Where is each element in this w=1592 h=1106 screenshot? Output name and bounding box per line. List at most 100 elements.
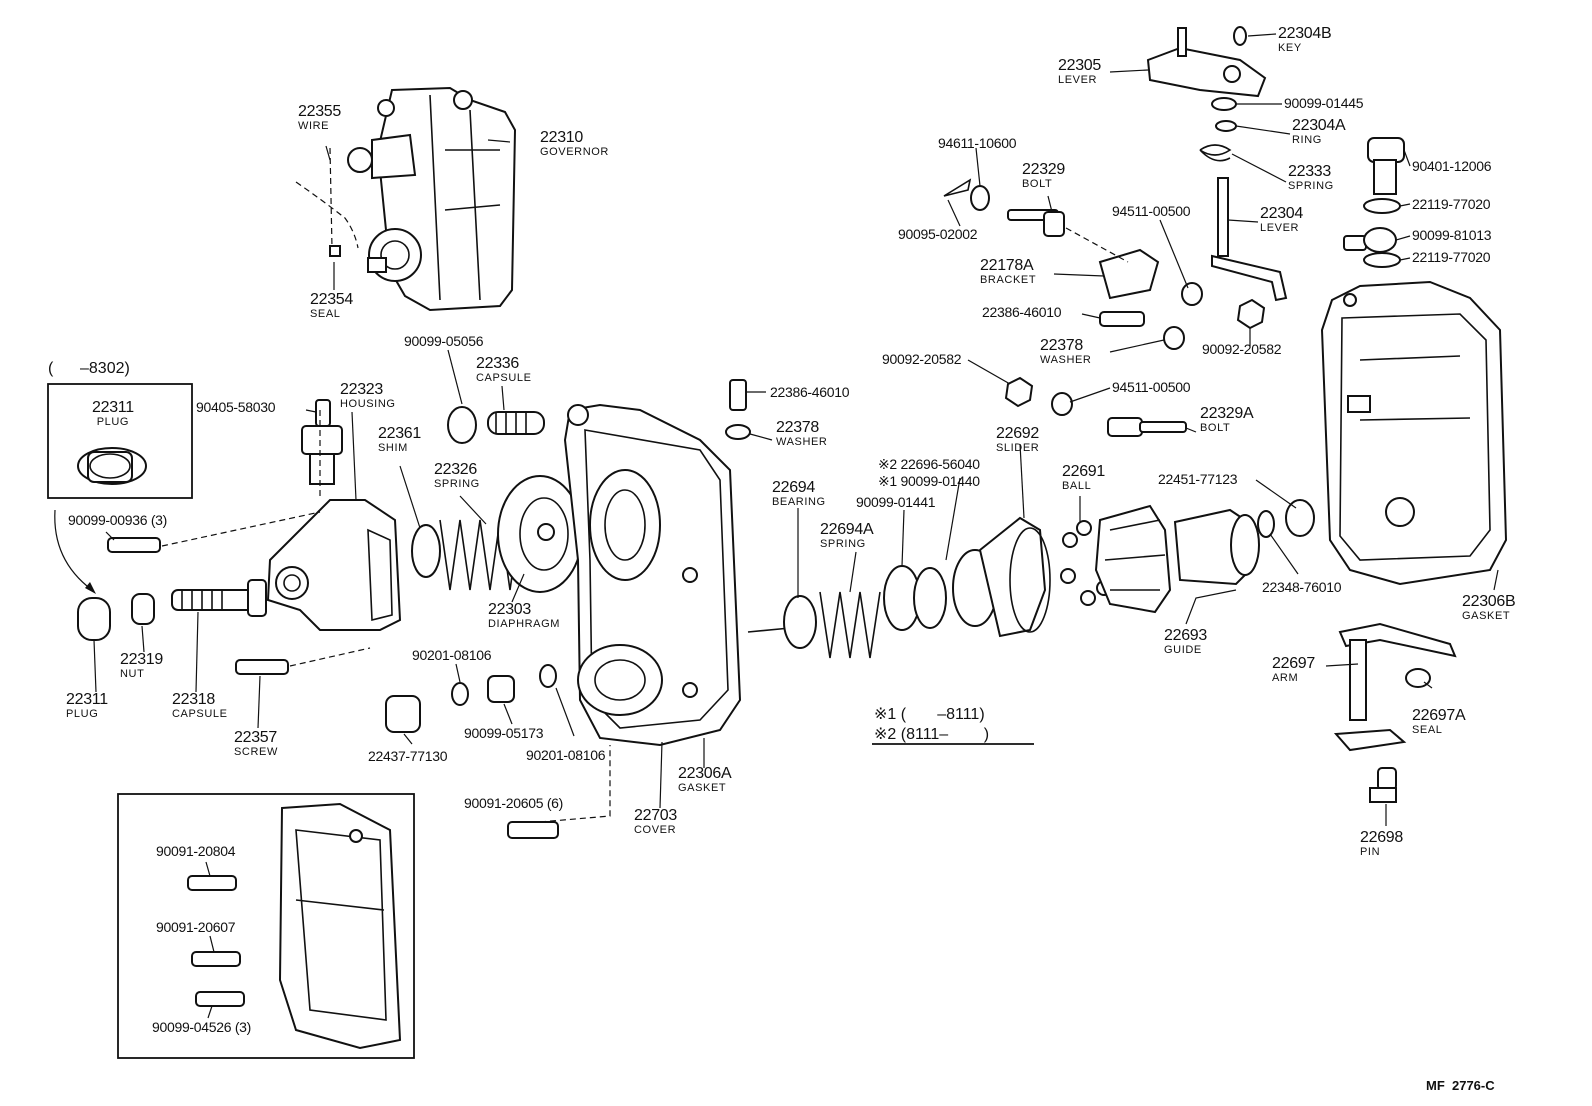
bolt-81013-drawing [1343, 227, 1397, 253]
governor-assembly-drawing [347, 86, 517, 312]
part-number: 22348-76010 [1262, 579, 1342, 595]
part-number: 22437-77130 [368, 748, 448, 764]
part-number: 90092-20582 [1202, 341, 1282, 357]
part-number: 22386-46010 [982, 304, 1062, 320]
part-number: 90099-01445 [1284, 95, 1364, 111]
part-number: 22693 [1164, 627, 1207, 644]
part-name: LEVER [1058, 74, 1098, 86]
seal-drawing [329, 245, 341, 257]
inset-box-cover-bolts [117, 793, 415, 1059]
lever-22305-drawing [1146, 27, 1267, 98]
part-number: 22697A [1412, 707, 1466, 724]
bolt-46010b-drawing [729, 379, 747, 411]
washer-22378b-drawing [725, 424, 751, 440]
washer-00500a-drawing [1181, 282, 1203, 306]
part-number: 22354 [310, 291, 353, 308]
part-number: 22178A [980, 257, 1034, 274]
part-number: 22361 [378, 425, 421, 442]
label-90092-20582b: 90092-20582 [1202, 341, 1282, 357]
part-number: 22698 [1360, 829, 1403, 846]
part-name: WASHER [776, 436, 828, 448]
serial-note-1: ※1 ( –8111) [874, 706, 985, 723]
part-number: 90095-02002 [898, 226, 978, 242]
part-number: 22119-77020 [1412, 249, 1491, 265]
label-90099-01440: ※1 90099-01440 [878, 474, 980, 488]
label-90401-12006: 90401-12006 [1412, 158, 1492, 174]
part-number: 22311 [92, 399, 134, 416]
part-name: SEAL [1412, 724, 1443, 736]
part-name: WIRE [298, 120, 330, 132]
washer-77020b-drawing [1363, 252, 1401, 268]
housing-drawing [266, 499, 402, 631]
label-90099-01445: 90099-01445 [1284, 95, 1364, 111]
part-number: 90401-12006 [1412, 158, 1492, 174]
washer-22378a-drawing [1163, 326, 1185, 350]
label-90201-08106b: 90201-08106 [526, 748, 606, 762]
part-number: 22694A [820, 521, 874, 538]
part-number: 90405-58030 [196, 399, 276, 415]
label-22451-77123: 22451-77123 [1158, 472, 1238, 486]
label-90091-20605: 90091-20605 (6) [464, 796, 563, 810]
arm-drawing [1333, 622, 1457, 752]
part-number: 22311 [66, 691, 108, 708]
part-name: PLUG [66, 708, 99, 720]
label-22696-56040: ※2 22696-56040 [878, 457, 980, 471]
part-number: 90091-20607 [156, 919, 236, 935]
part-name: LEVER [1260, 222, 1300, 234]
figure-code: MF 2776-C [1426, 1078, 1495, 1093]
cover-drawing [563, 403, 742, 747]
rotor-drawing [1094, 504, 1172, 614]
part-number: 22691 [1062, 463, 1105, 480]
part-name: SEAL [310, 308, 341, 320]
part-number: 90091-20605 (6) [464, 795, 564, 811]
inset-bolt-04526-drawing [195, 991, 245, 1007]
label-22437-77130: 22437-77130 [368, 748, 448, 764]
governor-cover-drawing [1320, 280, 1508, 586]
label-22348-76010: 22348-76010 [1262, 579, 1342, 595]
part-number: 90091-20804 [156, 843, 236, 859]
part-number: 22119-77020 [1412, 196, 1491, 212]
part-number: 22333 [1288, 163, 1331, 180]
pin-22698-drawing [1369, 767, 1397, 803]
part-number: 22694 [772, 479, 815, 496]
part-name: GASKET [1462, 610, 1511, 622]
capsule-22336-drawing [487, 411, 545, 435]
part-number: 22319 [120, 651, 163, 668]
part-number: 22305 [1058, 57, 1101, 74]
part-number: 90099-05056 [404, 333, 484, 349]
part-number: 22692 [996, 425, 1039, 442]
part-number: 90099-00936 (3) [68, 512, 168, 528]
washer-77020a-drawing [1363, 198, 1401, 214]
inset-bolt-20804-drawing [187, 875, 237, 891]
part-name: GUIDE [1164, 644, 1202, 656]
part-name: SPRING [434, 478, 480, 490]
part-number: 22386-46010 [770, 384, 850, 400]
screw-00936-drawing [107, 537, 161, 553]
part-number: 22310 [540, 129, 583, 146]
part-number: 22323 [340, 381, 383, 398]
inset-bolt-20607-drawing [191, 951, 241, 967]
bracket-drawing [1098, 248, 1160, 300]
part-name: COVER [634, 824, 677, 836]
part-number: 94611-10600 [938, 135, 1017, 151]
label-90099-05173: 90099-05173 [464, 726, 544, 740]
serial-note-2: ※2 (8111– ) [874, 726, 990, 743]
dashed-guide-cover [539, 745, 611, 823]
slider-drawing [952, 516, 1051, 638]
part-name: BOLT [1200, 422, 1231, 434]
part-name: PLUG [96, 416, 130, 428]
part-name: SHIM [378, 442, 408, 454]
